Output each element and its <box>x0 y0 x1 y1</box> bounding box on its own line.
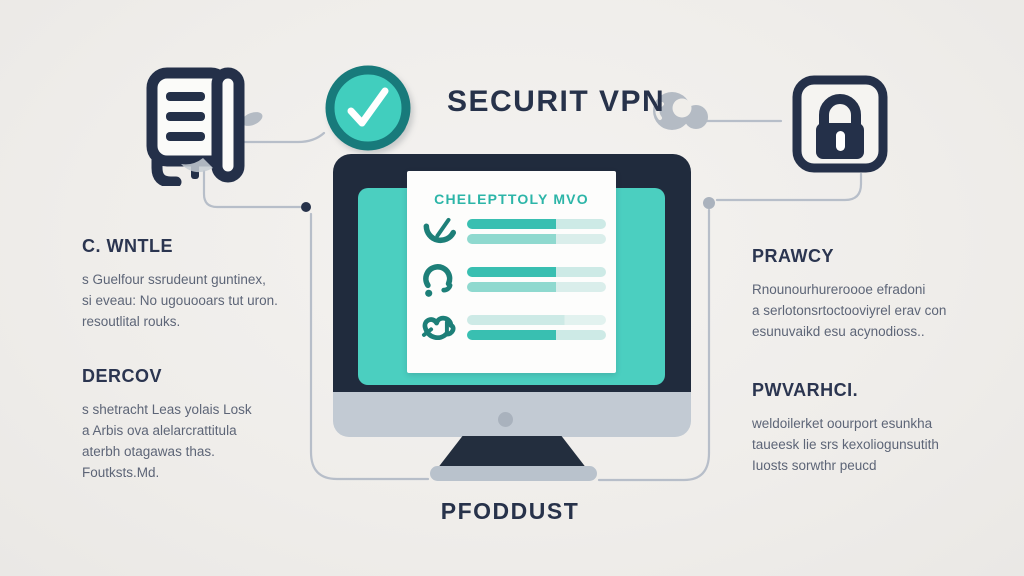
connector-doc-to-dot <box>202 169 302 209</box>
sketch-circle-icon <box>423 264 453 297</box>
sketch-check-icon <box>423 217 457 244</box>
progress-bar <box>467 218 606 229</box>
callout-top-left: C. WNTLE s Guelfour ssrudeunt guntinex, … <box>82 236 332 332</box>
progress-bar <box>467 266 606 277</box>
checklist-row <box>420 213 606 249</box>
callout-line: s shetracht Leas yolais Losk <box>82 402 252 417</box>
document-list-icon <box>146 67 245 186</box>
callout-heading: PRAWCY <box>752 246 835 266</box>
callout-line: taueesk lie srs kexoliogunsutith <box>752 437 939 452</box>
monitor-base <box>430 466 597 481</box>
progress-bar <box>467 329 606 340</box>
callout-line: si eveau: No ugouooars tut uron. <box>82 293 278 308</box>
lock-icon <box>792 75 888 173</box>
callout-line: aterbh otagawas thas. <box>82 444 215 459</box>
connector-dot-right <box>703 197 715 209</box>
sketch-scribble-icon <box>421 315 456 341</box>
callout-line: Rnounourhureroooe efradoni <box>752 282 926 297</box>
checklist-card: CHELEPTTOLY MVO <box>407 171 616 373</box>
connector-lock-to-dot <box>715 172 863 202</box>
callout-heading: PWVARHCI. <box>752 380 859 400</box>
callout-line: esunuvaikd esu acynodioss.. <box>752 324 925 339</box>
monitor-stand <box>437 436 587 469</box>
callout-line: resoutlital rouks. <box>82 314 181 329</box>
connector-left-bracket <box>309 212 430 481</box>
callout-line: s Guelfour ssrudeunt guntinex, <box>82 272 266 287</box>
monitor-chin <box>333 392 691 437</box>
connector-doc-to-circle <box>238 131 326 144</box>
callout-top-right: PRAWCY Rnounourhureroooe efradoni a serl… <box>752 246 1002 342</box>
checklist-row <box>420 309 606 345</box>
monitor-camera-dot <box>498 412 513 427</box>
progress-bar <box>467 281 606 292</box>
checklist-row <box>420 261 606 297</box>
connector-dot-left <box>301 202 311 212</box>
callout-line: a Arbis ova alelarcrattitula <box>82 423 237 438</box>
callout-line: Iuosts sorwthr peucd <box>752 458 877 473</box>
callout-bottom-right: PWVARHCI. weldoilerket oourport esunkha … <box>752 380 1002 476</box>
progress-bar <box>467 314 606 325</box>
callout-heading: DERCOV <box>82 366 163 386</box>
callout-line: weldoilerket oourport esunkha <box>752 416 933 431</box>
checklist-heading: CHELEPTTOLY MVO <box>434 191 589 207</box>
callout-heading: C. WNTLE <box>82 236 173 256</box>
footer-label: PFODDUST <box>440 498 580 524</box>
check-circle-icon <box>325 65 411 151</box>
progress-bar <box>467 233 606 244</box>
connector-right-bracket <box>597 208 711 482</box>
callout-line: a serlotonsrtoctooviyrel erav con <box>752 303 947 318</box>
page-title: SECURIT VPN <box>447 85 666 118</box>
cloud-icon <box>653 92 708 130</box>
callout-line: Foutksts.Md. <box>82 465 160 480</box>
callout-bottom-left: DERCOV s shetracht Leas yolais Losk a Ar… <box>82 366 332 483</box>
